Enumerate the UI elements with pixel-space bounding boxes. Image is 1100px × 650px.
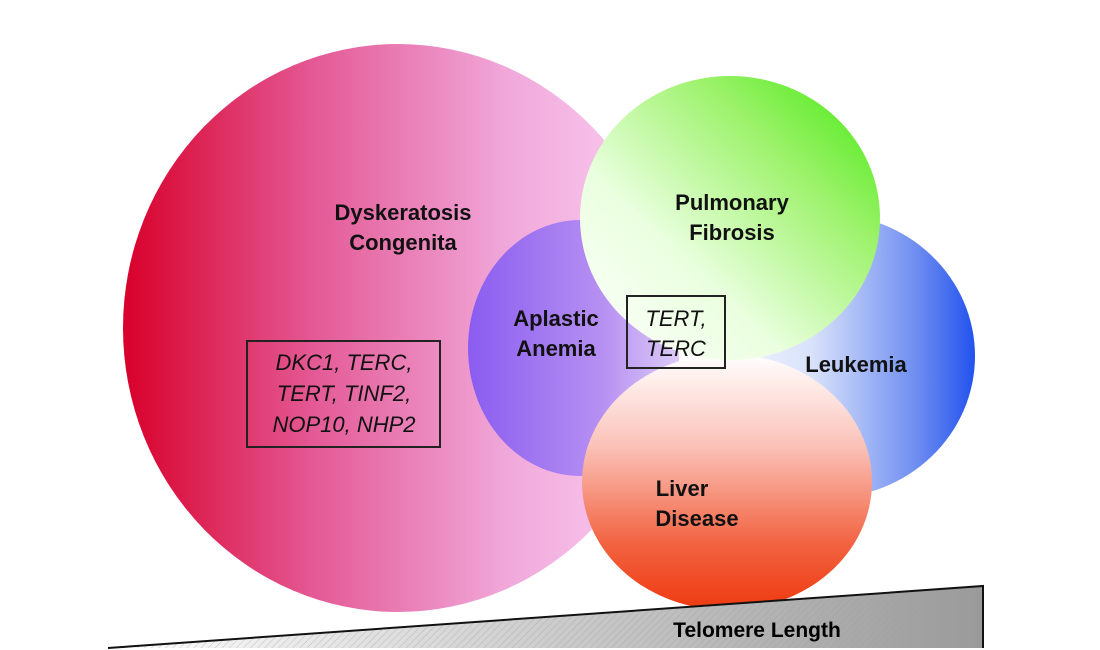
- telomere-length-label: Telomere Length: [673, 619, 841, 642]
- label-leukemia: Leukemia: [805, 352, 907, 377]
- label-aplastic-line2: Anemia: [516, 336, 596, 361]
- genes-dc-line2: TERT, TINF2,: [277, 381, 411, 406]
- label-pulmonary-line2: Fibrosis: [689, 220, 775, 245]
- label-liver-line2: Disease: [655, 506, 738, 531]
- label-liver-line1: Liver: [656, 476, 709, 501]
- circle-pulmonary-fibrosis: [580, 76, 880, 360]
- genes-shared-line2: TERC: [646, 336, 706, 361]
- circle-dyskeratosis-congenita: [123, 44, 673, 612]
- genes-shared-line1: TERT,: [645, 306, 706, 331]
- label-dyskeratosis-line2: Congenita: [349, 230, 457, 255]
- circle-liver-disease: [582, 354, 872, 610]
- telomere-length-wedge-edge: [107, 584, 984, 649]
- genes-dc-line1: DKC1, TERC,: [276, 350, 413, 375]
- label-dyskeratosis-line1: Dyskeratosis: [335, 200, 472, 225]
- label-pulmonary-line1: Pulmonary: [675, 190, 789, 215]
- genes-shared-box: [626, 295, 726, 369]
- genes-dc-line3: NOP10, NHP2: [272, 412, 415, 437]
- label-aplastic-line1: Aplastic: [513, 306, 599, 331]
- genes-dc-box: [246, 340, 441, 448]
